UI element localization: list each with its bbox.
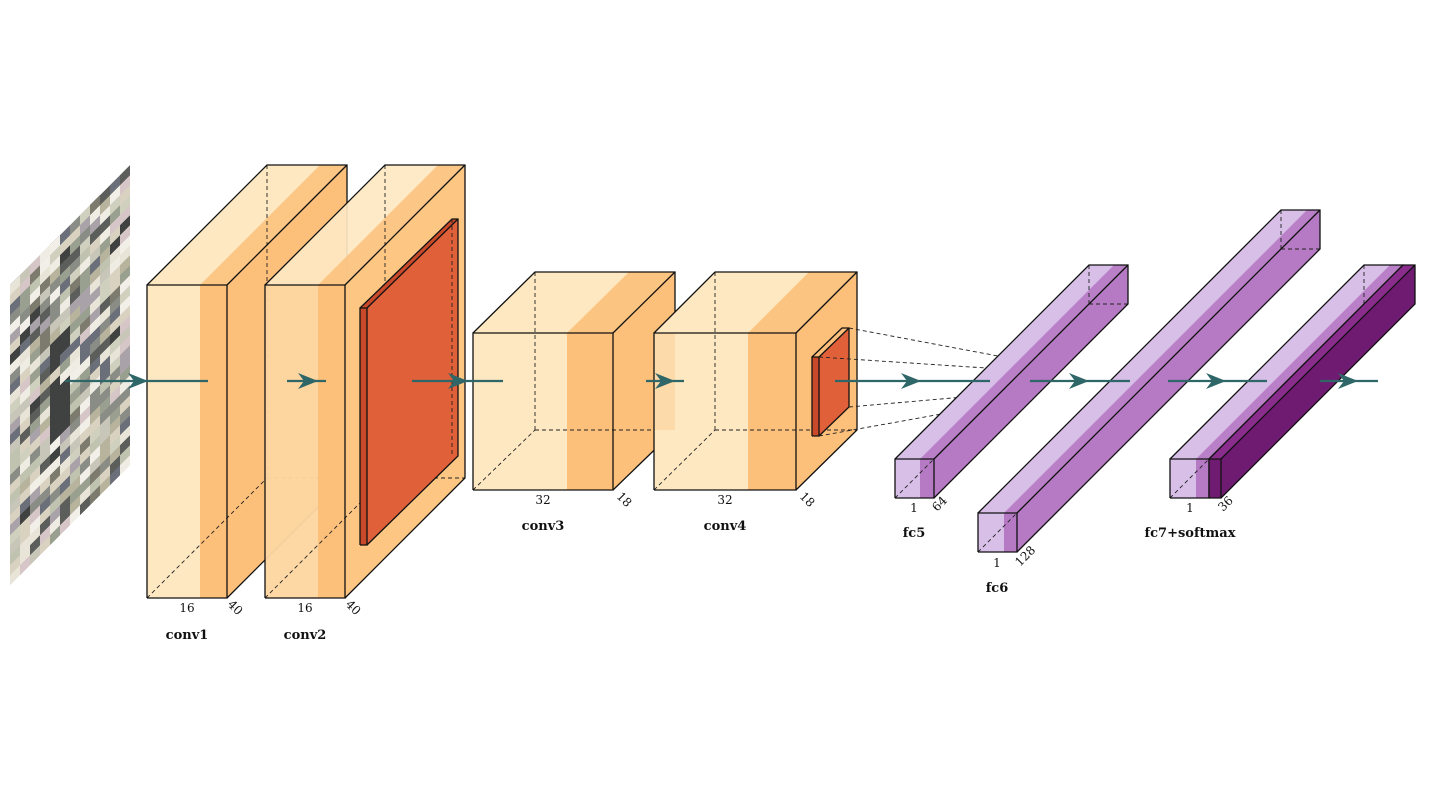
conv2-width-label: 16 (297, 601, 312, 615)
conv1-title: conv1 (166, 628, 209, 643)
conv3-title: conv3 (522, 519, 565, 534)
fc7-width-label: 1 (1186, 501, 1194, 515)
conv1-overlap-shade (265, 285, 347, 598)
conv1-width-label: 16 (179, 601, 194, 615)
arrow-fc7-output-head (1338, 373, 1358, 389)
conv4-depth-label: 18 (797, 489, 818, 510)
conv4-block (653, 271, 858, 491)
fc7-title: fc7+softmax (1145, 526, 1236, 541)
arrow-fc6-fc7-head (1206, 373, 1226, 389)
conv2-title: conv2 (284, 628, 327, 643)
conv3-width-label: 32 (535, 493, 550, 507)
input-image (10, 165, 130, 585)
conv1-band-top (200, 165, 347, 285)
conv2-depth-label: 40 (343, 597, 364, 618)
flow-arrows (65, 373, 1378, 389)
layer-titles: conv1 conv2 conv3 conv4 fc5 fc6 fc7+soft… (166, 519, 1236, 643)
conv3-block (472, 271, 676, 491)
pool2-slab (359, 218, 459, 546)
fc6-width-label: 1 (993, 556, 1001, 570)
arrow-conv4-fc5-head (901, 373, 921, 389)
arrow-conv1-conv2-head (298, 373, 318, 389)
conv1-depth-label: 40 (225, 597, 246, 618)
fc5-width-label: 1 (910, 501, 918, 515)
arrow-conv2-conv3-head (448, 373, 468, 389)
softmax-slab (1208, 264, 1416, 499)
arrow-conv3-conv4-head (655, 373, 675, 389)
arrow-fc5-fc6-head (1069, 373, 1089, 389)
conv4-width-label: 32 (717, 493, 732, 507)
fc5-title: fc5 (903, 526, 926, 541)
arrow-input-conv1-head (128, 373, 148, 389)
conv4-title: conv4 (704, 519, 747, 534)
conv3-depth-label: 18 (614, 489, 635, 510)
conv1-front-band (200, 285, 227, 598)
fc6-title: fc6 (986, 581, 1009, 596)
conv2-band-top (318, 165, 465, 285)
fc7-block (1169, 264, 1416, 499)
conv2-front-band (318, 285, 345, 598)
conv2-block (264, 164, 466, 599)
